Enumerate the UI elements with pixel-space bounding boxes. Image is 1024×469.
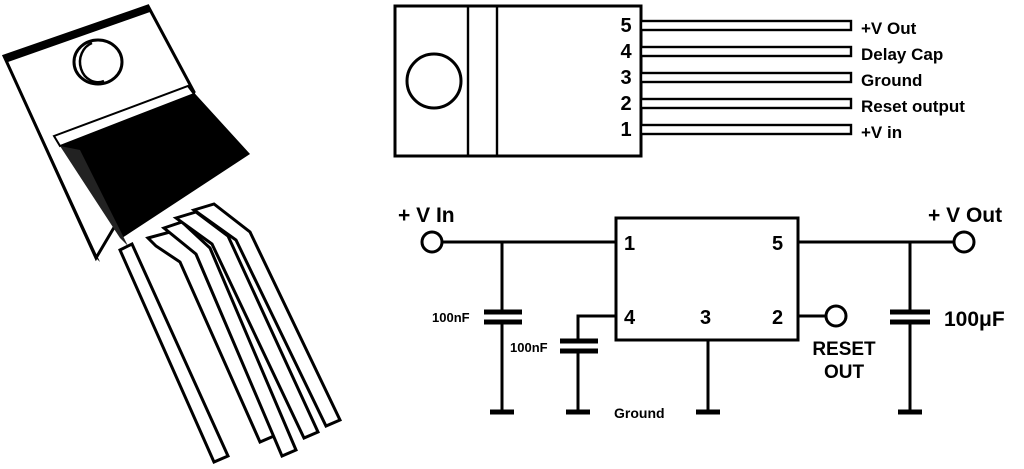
tab-edge — [4, 6, 150, 62]
vin-terminal — [420, 230, 444, 254]
cap-delay-label: 100nF — [510, 340, 548, 355]
application-schematic: + V In 100nF 1 5 4 3 2 100nF Ground RESE… — [398, 204, 1005, 421]
pinout-diagram: 5 4 3 2 1 +V Out Delay Cap Ground Reset … — [393, 4, 965, 158]
vout-terminal — [952, 230, 976, 254]
tab-side-edge — [4, 56, 100, 262]
ic-pin-2: 2 — [772, 307, 783, 329]
pin-number: 1 — [620, 119, 631, 141]
mounting-hole — [72, 38, 124, 86]
pin-lead-2 — [639, 97, 853, 110]
ic-pin-3: 3 — [700, 307, 711, 329]
pin-function-label: Delay Cap — [861, 45, 943, 64]
pin-number: 2 — [620, 93, 631, 115]
vout-label: + V Out — [928, 204, 1002, 227]
pin-lead-3 — [639, 71, 853, 84]
ground-label: Ground — [614, 405, 665, 421]
pin-function-label: Reset output — [861, 97, 965, 116]
reset-out-label: OUT — [824, 362, 865, 383]
cap-in-label: 100nF — [432, 310, 470, 325]
reset-out-label: RESET — [812, 339, 876, 360]
package-leads — [118, 202, 343, 464]
regulator-ic — [614, 216, 800, 342]
mounting-hole — [405, 52, 463, 110]
pin-function-label: +V Out — [861, 19, 917, 38]
vin-label: + V In — [398, 204, 455, 227]
reset-out-terminal — [824, 304, 848, 328]
pin-number: 4 — [620, 41, 632, 63]
pin-function-label: Ground — [861, 71, 922, 90]
to220-package-illustration — [1, 4, 343, 464]
pin-number: 5 — [620, 15, 631, 37]
ic-pin-5: 5 — [772, 233, 783, 255]
pin-lead-5 — [639, 19, 853, 32]
ic-pin-4: 4 — [624, 307, 636, 329]
pin-lead-1 — [639, 123, 853, 136]
pin-function-label: +V in — [861, 123, 902, 142]
cap-out-label: 100μF — [944, 308, 1005, 331]
pin-number: 3 — [620, 67, 631, 89]
pin-lead-4 — [639, 45, 853, 58]
ic-pin-1: 1 — [624, 233, 635, 255]
